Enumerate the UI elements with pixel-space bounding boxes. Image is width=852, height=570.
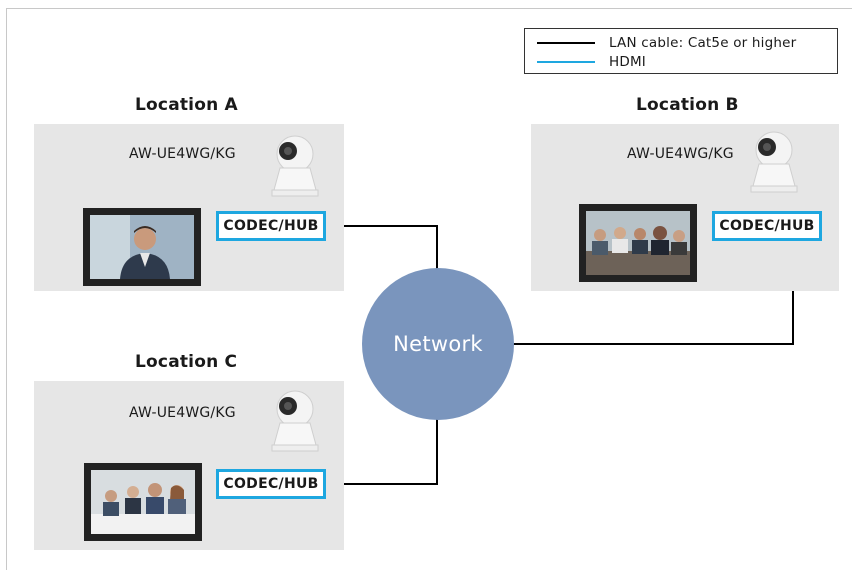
location-a-title: Location A: [135, 95, 238, 115]
location-c-title: Location C: [135, 352, 238, 372]
network-label: Network: [393, 332, 483, 356]
location-b-title: Location B: [636, 95, 739, 115]
lan-cable-a: [326, 225, 438, 270]
monitor-display: [83, 208, 201, 286]
codec-hub-c: CODEC/HUB: [216, 469, 326, 499]
camera-model-label: AW-UE4WG/KG: [129, 405, 236, 421]
ptz-camera-icon: [271, 390, 319, 452]
video-feed-person: [90, 215, 194, 279]
location-a-panel: AW-UE4WG/KG: [34, 124, 344, 291]
ptz-camera-icon: [271, 135, 319, 197]
ptz-camera-icon: [750, 131, 798, 193]
video-feed-group: [91, 470, 195, 534]
lan-line-swatch: [537, 42, 595, 44]
monitor-display: [579, 204, 697, 282]
video-feed-group: [586, 211, 690, 275]
legend-label: LAN cable: Cat5e or higher: [609, 35, 797, 51]
location-b-panel: AW-UE4WG/KG: [531, 124, 839, 291]
monitor-display: [84, 463, 202, 541]
hdmi-line-swatch: [537, 61, 595, 63]
location-c-panel: AW-UE4WG/KG: [34, 381, 344, 550]
legend-label: HDMI: [609, 54, 646, 70]
network-node: Network: [362, 268, 514, 420]
camera-model-label: AW-UE4WG/KG: [627, 146, 734, 162]
legend: LAN cable: Cat5e or higher HDMI: [524, 28, 838, 74]
lan-cable-c: [326, 418, 438, 485]
codec-hub-b: CODEC/HUB: [712, 211, 822, 241]
codec-hub-a: CODEC/HUB: [216, 211, 326, 241]
legend-item-lan: LAN cable: Cat5e or higher: [537, 34, 796, 52]
camera-model-label: AW-UE4WG/KG: [129, 146, 236, 162]
legend-item-hdmi: HDMI: [537, 53, 646, 71]
diagram-frame: [6, 8, 852, 570]
